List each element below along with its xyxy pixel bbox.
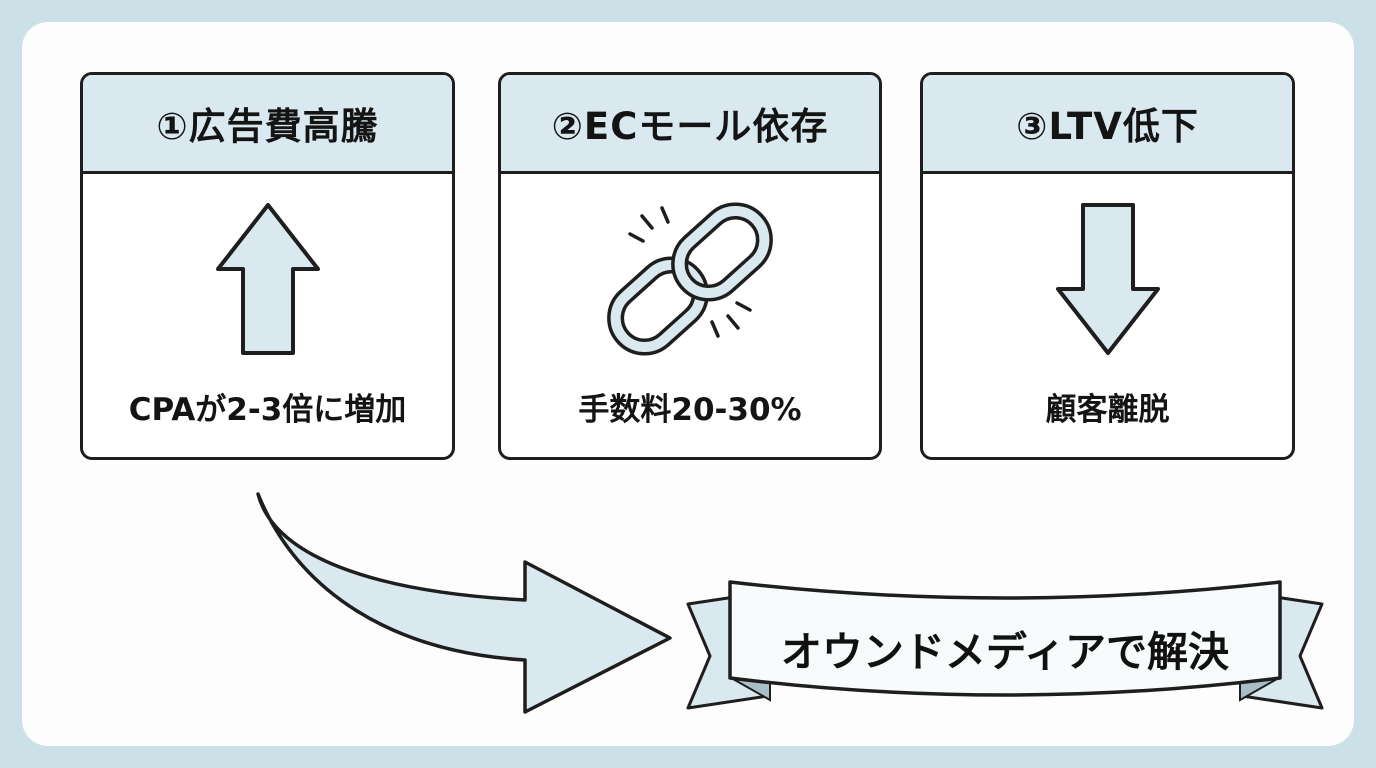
card-ad-cost-header: ①広告費高騰 xyxy=(83,75,452,174)
sparkle-bottom xyxy=(710,301,752,338)
ribbon-banner-label: オウンドメディアで解決 xyxy=(780,628,1230,676)
card-ltv-header: ③LTV低下 xyxy=(923,75,1292,174)
card-caption: CPAが2-3倍に増加 xyxy=(128,392,407,428)
card-title: ①広告費高騰 xyxy=(156,105,379,148)
card-title: ②ECモール依存 xyxy=(551,105,829,148)
card-ec-mall: ②ECモール依存 xyxy=(498,72,882,460)
card-ad-cost-body: CPAが2-3倍に増加 xyxy=(83,174,452,457)
icon-zone xyxy=(501,174,879,384)
sparkle-top xyxy=(628,206,670,243)
card-title: ③LTV低下 xyxy=(1016,105,1199,148)
card-ec-mall-body: 手数料20-30% xyxy=(501,174,879,457)
card-ec-mall-header: ②ECモール依存 xyxy=(501,75,879,174)
card-ltv: ③LTV低下 顧客離脱 xyxy=(920,72,1295,460)
card-ltv-body: 顧客離脱 xyxy=(923,174,1292,457)
card-caption: 手数料20-30% xyxy=(578,392,802,428)
icon-zone xyxy=(83,174,452,384)
arrow-up-icon xyxy=(215,203,320,355)
arrow-down-icon xyxy=(1055,203,1160,355)
icon-zone xyxy=(923,174,1292,384)
chain-link-icon xyxy=(607,202,773,356)
card-ad-cost: ①広告費高騰 CPAが2-3倍に増加 xyxy=(80,72,455,460)
card-caption: 顧客離脱 xyxy=(1045,392,1170,428)
